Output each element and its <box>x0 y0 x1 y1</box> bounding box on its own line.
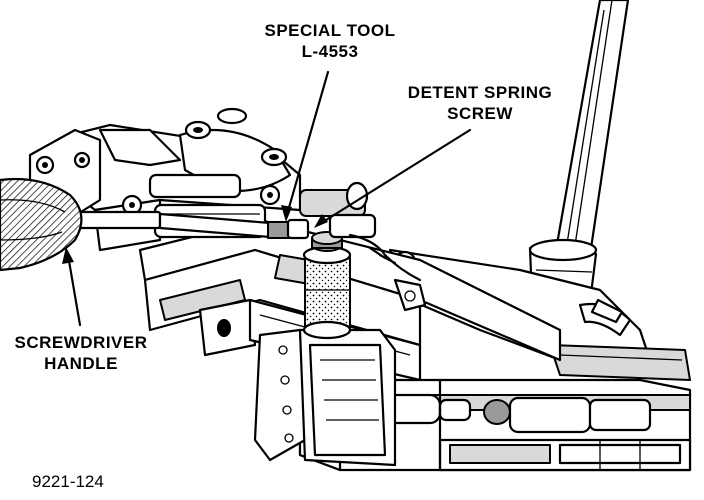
detent-spring-label-line1: DETENT SPRING <box>407 83 553 102</box>
detent-spring-label-line2: SCREW <box>447 104 513 123</box>
special-tool-label-line2: L-4553 <box>301 42 359 61</box>
solenoid-bracket <box>253 328 397 467</box>
screwdriver-handle <box>0 177 83 272</box>
screwdriver-label-line1: SCREWDRIVER <box>14 333 148 352</box>
screwdriver-label-line2: HANDLE <box>44 354 118 373</box>
special-tool <box>68 210 310 240</box>
leader-lines <box>62 70 472 327</box>
detent-spring <box>348 233 427 312</box>
solenoid-cylinder <box>302 231 352 340</box>
special-tool-label-line1: SPECIAL TOOL <box>264 21 396 40</box>
screwdriver-handle-label: SCREWDRIVER HANDLE <box>6 332 156 374</box>
figure-number: 9221-124 <box>32 472 104 491</box>
shift-lever-shaft <box>528 0 630 308</box>
special-tool-label: SPECIAL TOOL L-4553 <box>250 20 410 62</box>
detent-spring-screw-label: DETENT SPRING SCREW <box>390 82 570 124</box>
